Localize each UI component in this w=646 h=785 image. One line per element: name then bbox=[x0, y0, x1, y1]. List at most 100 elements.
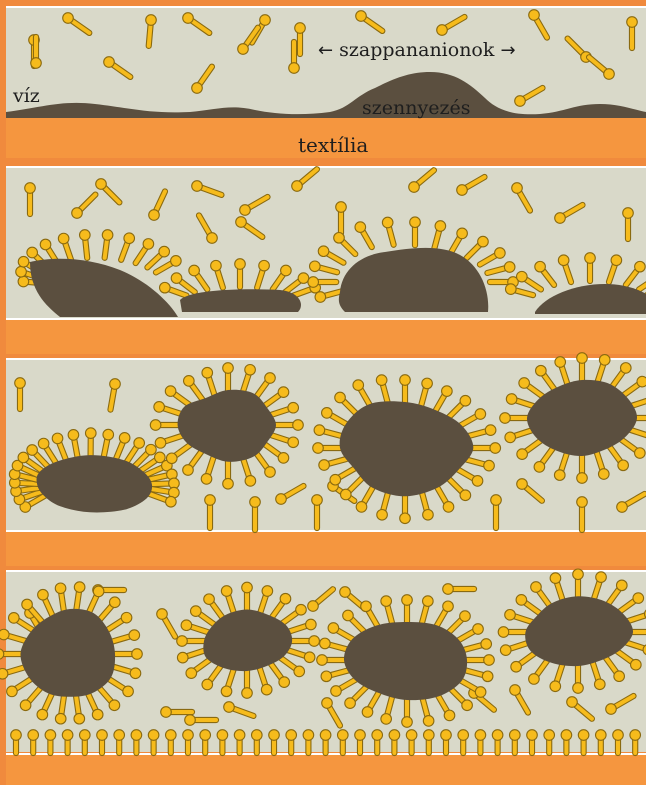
surfactant-head bbox=[505, 432, 516, 443]
surfactant-head bbox=[7, 686, 18, 697]
surfactant-head bbox=[165, 386, 176, 397]
surfactant-head bbox=[192, 83, 203, 94]
surfactant-head bbox=[132, 649, 143, 660]
surfactant-head bbox=[345, 698, 356, 709]
surfactant-head bbox=[185, 715, 196, 726]
surfactant-head bbox=[594, 679, 605, 690]
surfactant-head bbox=[529, 674, 540, 685]
surfactant-head bbox=[124, 233, 135, 244]
surfactant-head bbox=[577, 353, 588, 364]
surfactant-head bbox=[16, 266, 27, 277]
surfactant-head bbox=[74, 582, 85, 593]
surfactant-head bbox=[280, 593, 291, 604]
surfactant-head bbox=[0, 629, 9, 640]
surfactant-head bbox=[544, 730, 555, 741]
surfactant-head bbox=[567, 697, 578, 708]
surfactant-head bbox=[458, 730, 469, 741]
panel-border bbox=[6, 6, 646, 8]
surfactant-head bbox=[161, 707, 172, 718]
surfactant-head bbox=[166, 496, 177, 507]
surfactant-head bbox=[635, 448, 646, 459]
surfactant-head bbox=[245, 476, 256, 487]
surfactant-head bbox=[623, 208, 634, 219]
surfactant-head bbox=[515, 96, 526, 107]
surfactant-head bbox=[377, 509, 388, 520]
surfactant-head bbox=[9, 613, 20, 624]
surfactant-head bbox=[516, 595, 527, 606]
surfactant-head bbox=[278, 387, 289, 398]
surfactant-head bbox=[409, 182, 420, 193]
surfactant-head bbox=[123, 686, 134, 697]
surfactant-head bbox=[319, 460, 330, 471]
surfactant-head bbox=[402, 717, 413, 728]
surfactant-head bbox=[558, 255, 569, 266]
surfactant-head bbox=[475, 730, 486, 741]
surfactant-head bbox=[577, 473, 588, 484]
surfactant-head bbox=[62, 730, 73, 741]
surfactant-head bbox=[312, 495, 323, 506]
surfactant-head bbox=[585, 253, 596, 264]
surfactant-head bbox=[11, 730, 22, 741]
surfactant-head bbox=[531, 582, 542, 593]
fabric-edge bbox=[6, 530, 646, 532]
surfactant-head bbox=[490, 443, 501, 454]
surfactant-head bbox=[443, 601, 454, 612]
surfactant-head bbox=[27, 247, 38, 258]
surfactant-head bbox=[506, 394, 517, 405]
surfactant-head bbox=[318, 246, 329, 257]
surfactant-head bbox=[20, 700, 31, 711]
surfactant-head bbox=[361, 601, 372, 612]
surfactant-head bbox=[423, 509, 434, 520]
surfactant-head bbox=[616, 580, 627, 591]
surfactant-head bbox=[114, 730, 125, 741]
surfactant-head bbox=[202, 367, 213, 378]
surfactant-head bbox=[160, 282, 171, 293]
surfactant-head bbox=[18, 276, 29, 287]
surfactant-head bbox=[637, 376, 646, 387]
surfactant-head bbox=[577, 497, 588, 508]
surfactant-head bbox=[294, 666, 305, 677]
surfactant-head bbox=[457, 185, 468, 196]
surfactant-head bbox=[535, 261, 546, 272]
soap-anions-label: ← szappananionok → bbox=[318, 41, 516, 60]
surfactant-head bbox=[183, 465, 194, 476]
surfactant-head bbox=[382, 217, 393, 228]
surfactant-head bbox=[129, 630, 140, 641]
surfactant-head bbox=[519, 378, 530, 389]
surfactant-head bbox=[460, 395, 471, 406]
surfactant-head bbox=[204, 594, 215, 605]
surfactant-head bbox=[171, 273, 182, 284]
surfactant-head bbox=[554, 470, 565, 481]
surfactant-head bbox=[234, 730, 245, 741]
surfactant-head bbox=[250, 497, 261, 508]
surfactant-head bbox=[265, 467, 276, 478]
surfactant-head bbox=[336, 202, 347, 213]
surfactant-head bbox=[422, 378, 433, 389]
surfactant-head bbox=[201, 474, 212, 485]
surfactant-head bbox=[217, 730, 228, 741]
surfactant-head bbox=[573, 683, 584, 694]
surfactant-head bbox=[527, 730, 538, 741]
surfactant-head bbox=[511, 661, 522, 672]
surfactant-head bbox=[443, 502, 454, 513]
surfactant-head bbox=[130, 668, 141, 679]
surfactant-head bbox=[131, 730, 142, 741]
surfactant-head bbox=[536, 365, 547, 376]
surfactant-head bbox=[495, 248, 506, 259]
surfactant-head bbox=[317, 655, 328, 666]
surfactant-head bbox=[631, 659, 642, 670]
surfactant-head bbox=[578, 730, 589, 741]
surfactant-head bbox=[315, 292, 326, 303]
surfactant-head bbox=[251, 730, 262, 741]
surfactant-head bbox=[462, 700, 473, 711]
surfactant-head bbox=[304, 652, 315, 663]
surfactant-head bbox=[442, 386, 453, 397]
surfactant-head bbox=[306, 619, 317, 630]
surfactant-head bbox=[104, 57, 115, 68]
surfactant-head bbox=[143, 239, 154, 250]
surfactant-head bbox=[561, 730, 572, 741]
surfactant-head bbox=[183, 13, 194, 24]
surfactant-head bbox=[286, 730, 297, 741]
surfactant-head bbox=[97, 730, 108, 741]
surfactant-head bbox=[457, 228, 468, 239]
